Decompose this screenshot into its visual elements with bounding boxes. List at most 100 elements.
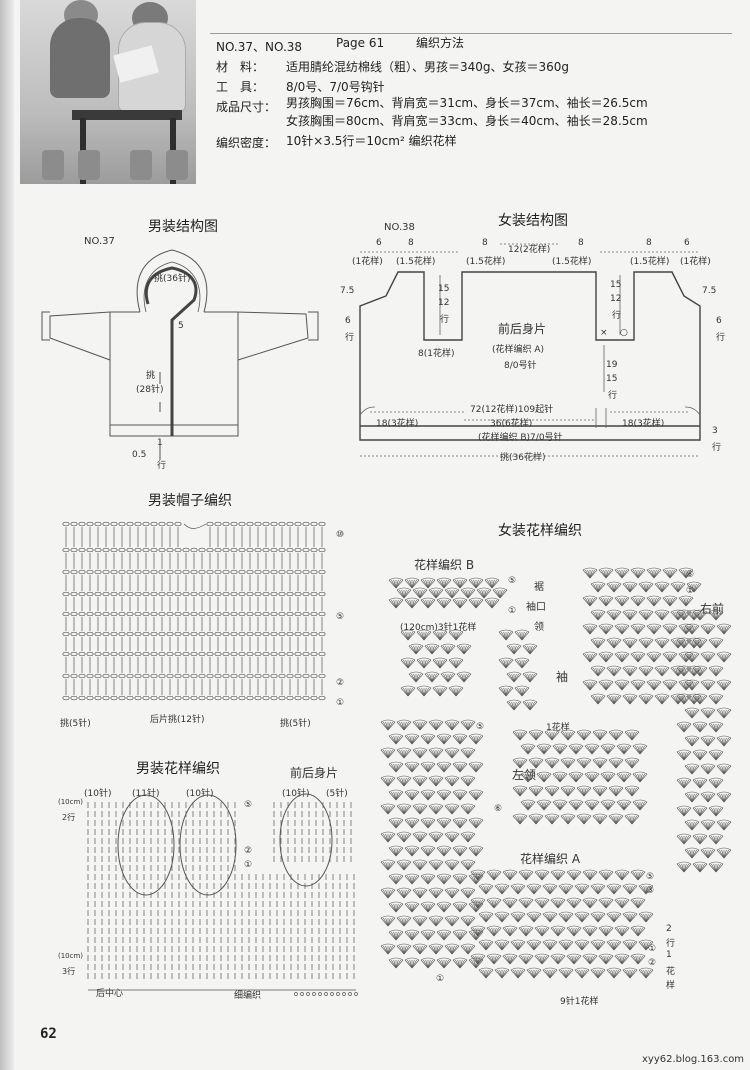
girl-pattern-b: (花样编织 B)7/0号针	[478, 433, 563, 443]
header-page-ref: Page 61	[336, 36, 385, 50]
girl-top-6b: 6	[684, 238, 690, 248]
girl-top-12: 12(2花样)	[508, 245, 551, 255]
girl-b-repeat: (120cm)3针1花样	[400, 623, 477, 633]
boy-pattern-title: 男装花样编织	[136, 761, 220, 777]
hood-chart-title: 男装帽子编织	[148, 493, 232, 509]
girl-model-no: NO.38	[384, 222, 415, 233]
girl-body-pattern: (花样编织 A)	[492, 345, 545, 355]
girl-side-pat1: 花	[666, 967, 676, 977]
girl-mid-hang: 行	[440, 315, 450, 325]
girl-one-pat: 1花样	[546, 723, 570, 733]
girl-structure-title: 女装结构图	[498, 213, 568, 229]
girl-pattern-b-label: 花样编织 B	[414, 558, 475, 572]
girl-left-hang: 行	[345, 333, 355, 343]
header-rule	[210, 33, 732, 34]
boy-c5: (5针)	[326, 789, 348, 799]
girl-row-6: ⑤	[646, 872, 655, 882]
girl-eight-pat: 8(1花样)	[418, 349, 455, 359]
boy-c10a: (10针)	[84, 789, 112, 799]
girl-r3: 3	[712, 426, 718, 436]
boy-pattern-body-title: 前后身片	[290, 766, 339, 780]
material-label: 材 料：	[216, 60, 265, 74]
girl-pat-15b: (1.5花样)	[466, 257, 506, 267]
book-spine-shadow	[0, 0, 14, 1070]
girl-mid2-hang: 行	[612, 311, 622, 321]
girl-pattern-a-label: 花样编织 A	[520, 852, 581, 866]
size-boy: 男孩胸围＝76cm、背肩宽＝31cm、身长＝37cm、袖长＝26.5cm	[286, 96, 648, 110]
girl-row-4: ⑤	[476, 722, 485, 732]
girl-mid2-15: 15	[610, 280, 622, 290]
girl-left-75: 7.5	[340, 286, 355, 296]
girl-top-8c: 8	[578, 238, 584, 248]
girl-pat-1: (1花样)	[352, 257, 383, 267]
boy-top-hang-b: 2行	[62, 813, 76, 822]
boy-c10c: (10针)	[282, 789, 310, 799]
girl-side-2: 2	[666, 924, 672, 934]
girl-pat-15d: (1.5花样)	[630, 257, 670, 267]
girl-o-mark: ○	[620, 328, 628, 338]
tool-value: 8/0号、7/0号钩针	[286, 80, 385, 94]
girl-side-1: 1	[666, 950, 672, 960]
children-photo	[20, 0, 196, 184]
hood-row-10: ⑩	[336, 530, 345, 540]
girl-r15: 15	[606, 374, 618, 384]
boy-structure-title: 男装结构图	[148, 219, 218, 235]
girl-mid-12: 12	[438, 298, 450, 308]
girl-left-6: 6	[345, 316, 351, 326]
girl-start: 72(12花样)109起针	[470, 405, 554, 415]
girl-mid-15: 15	[438, 284, 450, 294]
boy-bottom-dim-1: 1	[157, 438, 163, 448]
girl-top-8b: 8	[482, 238, 488, 248]
girl-pat-15c: (1.5花样)	[552, 257, 592, 267]
girl-row-5: ⑥	[494, 804, 503, 814]
boy-row-5: ⑤	[244, 800, 253, 810]
header-section: 编织方法	[416, 36, 465, 50]
girl-row-7: ③	[646, 886, 655, 896]
girl-mid36: 36(6花样)	[490, 419, 533, 429]
hood-left-pick: 挑(5针)	[60, 719, 91, 729]
girl-pat-1b: (1花样)	[680, 257, 711, 267]
girl-hem-1: 裾	[534, 582, 544, 593]
tool-label: 工 具：	[216, 80, 265, 94]
girl-side-row: 行	[666, 939, 676, 949]
page-number: 62	[40, 1026, 57, 1042]
boy-top-hang-a: (10cm)	[58, 798, 84, 806]
girl-sleeve: 袖	[556, 670, 569, 684]
girl-mid2-12: 12	[610, 294, 622, 304]
boy-bottom-dim: 0.5	[132, 450, 147, 460]
boy-bot-hang-b: 3行	[62, 967, 76, 976]
girl-body-hook: 8/0号针	[504, 361, 537, 371]
girl-right-6: 6	[716, 316, 722, 326]
material-value: 适用腈纶混纺棉线（粗）、男孩＝340g、女孩＝360g	[286, 60, 570, 74]
girl-left-collar: 左领	[512, 768, 537, 782]
girl-top-8d: 8	[646, 238, 652, 248]
boy-fine-edge: 细编织	[234, 991, 262, 1001]
header-models: NO.37、NO.38	[216, 40, 303, 54]
girl-row-8: ①	[648, 944, 657, 954]
hood-row-1: ①	[336, 698, 345, 708]
watermark: xyy62.blog.163.com	[642, 1054, 745, 1065]
gauge-label: 编织密度：	[216, 136, 277, 150]
boy-body-pick-1: 挑	[146, 371, 156, 381]
hood-row-5: ⑤	[336, 612, 345, 622]
boy-row-2: ②	[244, 846, 253, 856]
boy-hood-pick: 挑(36针)	[154, 274, 191, 284]
girl-side-pat2: 样	[666, 981, 676, 991]
gauge-value: 10针×3.5行＝10cm² 编织花样	[286, 134, 457, 148]
boy-center-back: 后中心	[96, 989, 124, 999]
size-girl: 女孩胸围＝80cm、背肩宽＝33cm、身长＝40cm、袖长＝28.5cm	[286, 114, 648, 128]
boy-body-pick-2: (28针)	[136, 385, 164, 395]
hood-right-pick: 挑(5针)	[280, 719, 311, 729]
girl-row-0: ⑤	[508, 576, 517, 586]
girl-r19: 19	[606, 360, 618, 370]
girl-right-hang: 行	[716, 333, 726, 343]
boy-num-5: 5	[178, 321, 184, 331]
girl-top-6a: 6	[376, 238, 382, 248]
boy-bottom-dim-row: 行	[157, 461, 167, 471]
girl-body-label: 前后身片	[498, 322, 547, 336]
girl-row-9: ②	[648, 958, 657, 968]
girl-pattern-title: 女装花样编织	[498, 523, 582, 539]
girl-hem-2: 袖口	[526, 602, 546, 613]
girl-bottom-pick: 挑(36花样)	[500, 453, 546, 463]
girl-hem-3: 领	[534, 622, 544, 633]
